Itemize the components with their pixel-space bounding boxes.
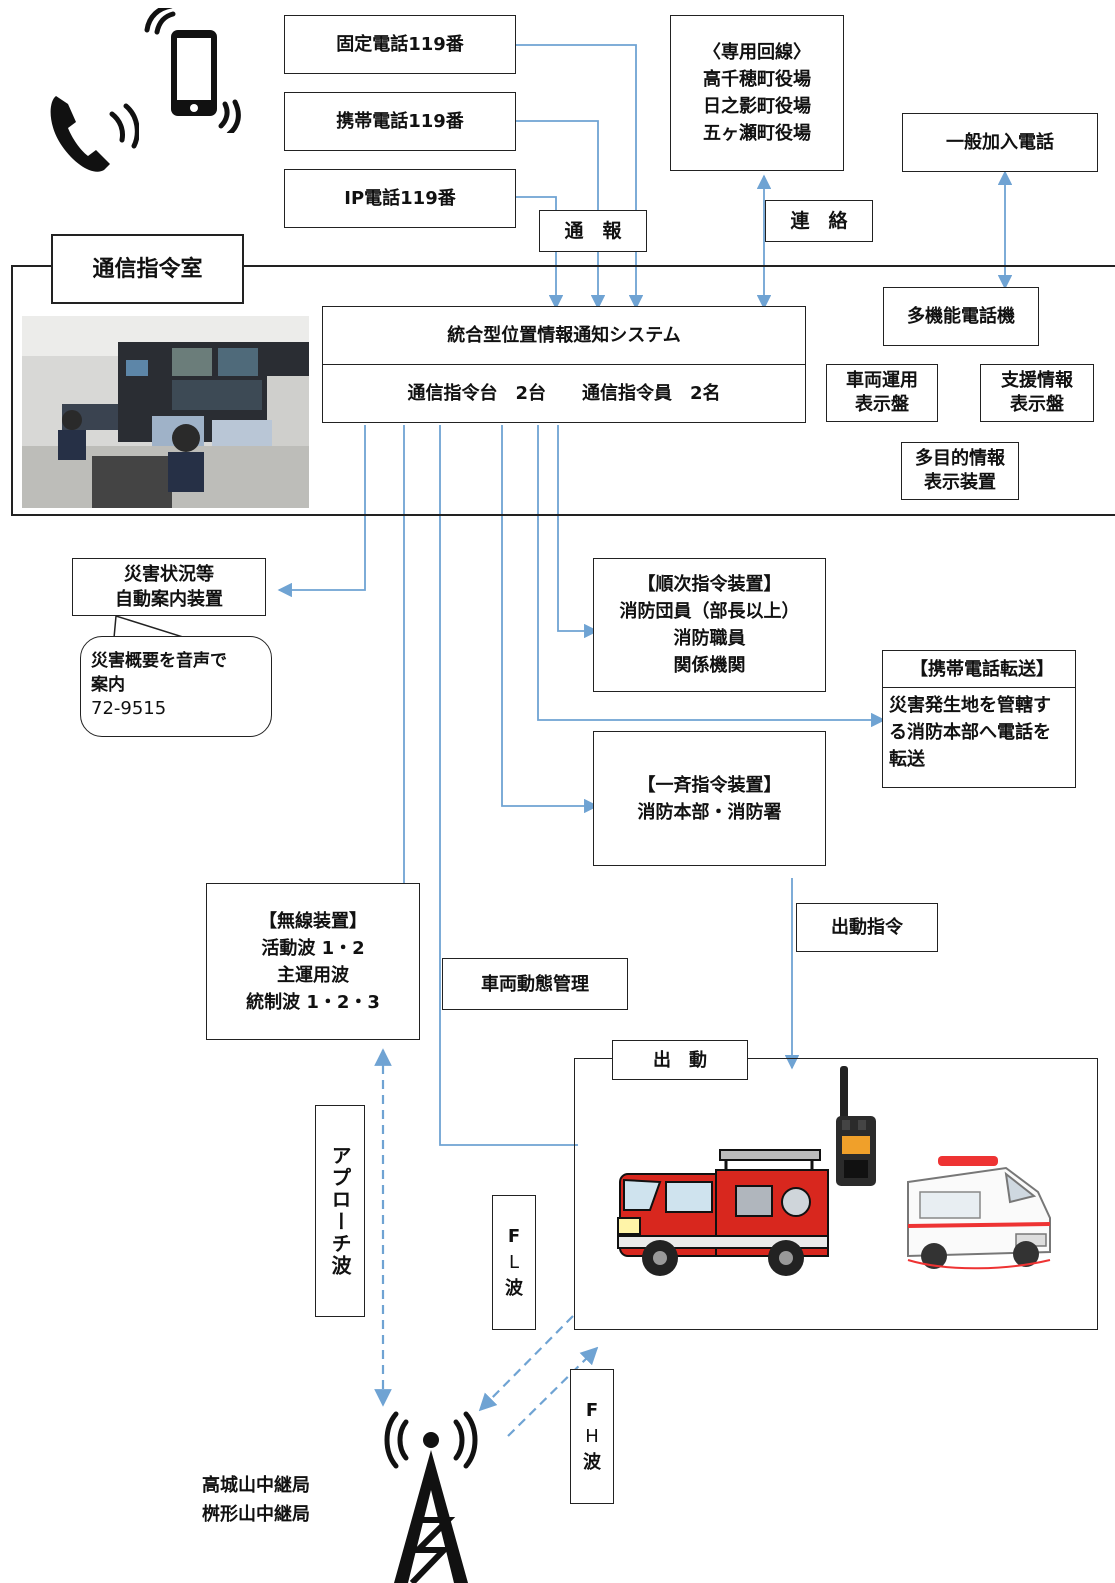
fh-wave-box: F H 波: [570, 1369, 614, 1504]
support-board-line-1: 支援情報: [1001, 370, 1073, 391]
radio-line-3: 統制波 1・2・3: [246, 991, 380, 1013]
fire-engine-icon: [617, 1149, 829, 1276]
forward-line: [537, 425, 886, 728]
bubble-line-2: 案内: [91, 675, 125, 695]
fl-link: [478, 1315, 574, 1412]
sequential-line: [557, 425, 599, 639]
fixed-phone-label: 固定電話119番: [336, 34, 464, 55]
simultaneous-box: 【一斉指令装置】 消防本部・消防署: [593, 731, 826, 866]
sequential-box: 【順次指令装置】 消防団員（部長以上） 消防職員 関係機関: [593, 558, 826, 692]
support-board-box: 支援情報 表示盤: [980, 364, 1094, 422]
ip-line: [515, 196, 564, 310]
system-detail-text: 通信指令台 2台 通信指令員 2名: [407, 383, 721, 404]
relay-station-1: 高城山中継局: [202, 1475, 310, 1496]
radio-line-1: 活動波 1・2: [261, 937, 365, 959]
fl-wave-line-2: L: [508, 1251, 520, 1273]
integrated-system-detail: 通信指令台 2台 通信指令員 2名: [407, 365, 720, 422]
contact-label: 連 絡: [790, 209, 848, 232]
mobile-forward-box: 【携帯電話転送】 災害発生地を管轄す る消防本部へ電話を 転送: [882, 650, 1076, 788]
mobile-phone-label: 携帯電話119番: [336, 111, 464, 132]
command-room-title: 通信指令室: [92, 256, 203, 282]
multi-phone-box: 多機能電話機: [883, 287, 1039, 346]
system-title-text: 統合型位置情報通知システム: [447, 325, 681, 346]
dispatch-order-label-box: 出動指令: [796, 903, 938, 952]
command-room-photo: [22, 316, 309, 508]
dedicated-town-1: 高千穂町役場: [703, 69, 811, 90]
bubble-phone-number: 72-9515: [91, 698, 167, 719]
ip-phone-label: IP電話119番: [344, 188, 456, 209]
sequential-line-3: 関係機関: [673, 655, 746, 676]
radio-box: 【無線装置】 活動波 1・2 主運用波 統制波 1・2・3: [206, 883, 420, 1040]
simultaneous-line: [501, 425, 599, 814]
report-label: 通 報: [564, 219, 622, 242]
multi-display-line-1: 多目的情報: [915, 448, 1005, 469]
mobile-forward-title-row: 【携帯電話転送】: [883, 651, 1075, 688]
multi-display-box: 多目的情報 表示装置: [901, 442, 1019, 500]
auto-guide-box: 災害状況等 自動案内装置: [72, 558, 266, 616]
auto-guide-bubble: 災害概要を音声で 案内 72-9515: [80, 636, 272, 737]
fl-wave-line-1: F: [507, 1225, 521, 1247]
fixed-phone-box: 固定電話119番: [284, 15, 516, 74]
fh-wave-line-1: F: [585, 1399, 599, 1421]
phone-handset-icon: [50, 96, 139, 172]
radio-line-2: 主運用波: [277, 964, 349, 986]
dispatch-title-box: 出 動: [612, 1040, 748, 1080]
ambulance-icon: [907, 1156, 1051, 1270]
simultaneous-title: 【一斉指令装置】: [637, 774, 782, 796]
integrated-system-box: 統合型位置情報通知システム 通信指令台 2台 通信指令員 2名: [322, 306, 806, 423]
auto-guide-line-1: 災害状況等: [124, 564, 214, 585]
general-phone-box: 一般加入電話: [902, 113, 1098, 172]
ip-phone-box: IP電話119番: [284, 169, 516, 228]
mobile-forward-title: 【携帯電話転送】: [910, 658, 1054, 680]
speech-bubble-tail: [113, 615, 187, 639]
dedicated-town-2: 日之影町役場: [703, 96, 811, 117]
sequential-line-1: 消防団員（部長以上）: [619, 601, 800, 622]
vehicle-board-line-1: 車両運用: [846, 370, 918, 391]
simultaneous-line-1: 消防本部・消防署: [637, 801, 782, 823]
sequential-line-2: 消防職員: [673, 628, 746, 649]
dispatch-title: 出 動: [653, 1049, 707, 1071]
vehicle-board-line-2: 表示盤: [855, 394, 909, 415]
handheld-radio-icon: [836, 1066, 876, 1186]
relay-station-2: 桝形山中継局: [202, 1504, 310, 1525]
dedicated-line-box: 〈専用回線〉 高千穂町役場 日之影町役場 五ヶ瀬町役場: [670, 15, 844, 171]
command-room-frame: [11, 265, 1115, 516]
integrated-system-title: 統合型位置情報通知システム: [323, 307, 805, 365]
dedicated-title: 〈専用回線〉: [703, 42, 811, 63]
multi-phone-label: 多機能電話機: [907, 306, 1015, 327]
vehicle-mgmt-label: 車両動態管理: [481, 973, 589, 995]
fl-wave-line-3: 波: [505, 1277, 523, 1299]
auto-guide-line: [277, 425, 366, 598]
sequential-title: 【順次指令装置】: [637, 574, 782, 595]
multi-display-line-2: 表示装置: [924, 472, 996, 493]
vehicle-line: [439, 425, 578, 1146]
vehicle-mgmt-label-box: 車両動態管理: [442, 958, 628, 1010]
bubble-line-1: 災害概要を音声で: [91, 651, 227, 671]
mobile-forward-body-2: る消防本部へ電話を: [889, 722, 1051, 743]
auto-guide-line-2: 自動案内装置: [115, 589, 223, 610]
dispatch-frame: [574, 1058, 1098, 1330]
fh-wave-line-3: 波: [583, 1451, 601, 1473]
dedicated-town-3: 五ヶ瀬町役場: [703, 123, 811, 144]
mobile-forward-body-1: 災害発生地を管轄す: [889, 695, 1051, 716]
relay-stations-label: 高城山中継局 桝形山中継局: [202, 1471, 310, 1529]
vehicle-board-box: 車両運用 表示盤: [826, 364, 938, 422]
fh-link: [507, 1346, 599, 1437]
smartphone-icon: [144, 8, 241, 133]
support-board-line-2: 表示盤: [1010, 394, 1064, 415]
dispatch-order-label: 出動指令: [831, 917, 903, 938]
fl-wave-box: F L 波: [492, 1195, 536, 1330]
report-label-box: 通 報: [539, 210, 647, 252]
mobile-forward-body-3: 転送: [889, 749, 925, 770]
contact-label-box: 連 絡: [765, 200, 873, 242]
mobile-phone-box: 携帯電話119番: [284, 92, 516, 151]
general-phone-label: 一般加入電話: [946, 132, 1054, 153]
radio-title: 【無線装置】: [259, 910, 367, 932]
relay-tower-icon: [384, 1411, 478, 1583]
fh-wave-line-2: H: [585, 1425, 599, 1447]
approach-wave-box: アプローチ波: [315, 1105, 365, 1317]
command-room-title-box: 通信指令室: [51, 234, 244, 304]
approach-wave-label: アプローチ波: [328, 1145, 352, 1277]
